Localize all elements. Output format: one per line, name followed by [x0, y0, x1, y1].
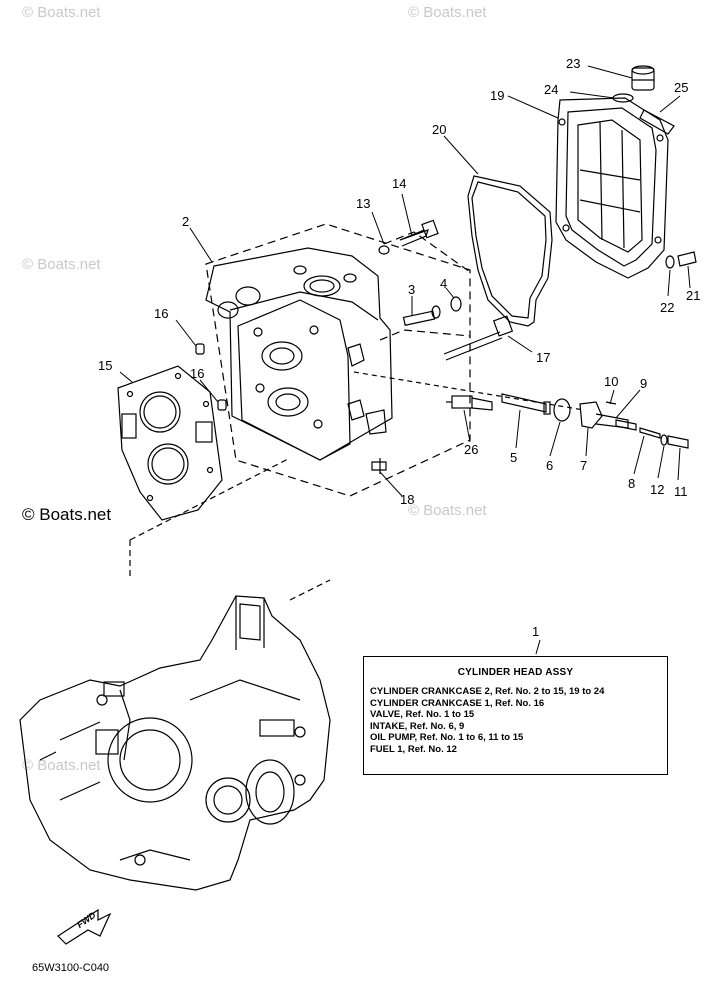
bolt	[677, 251, 697, 267]
legend-line: VALVE, Ref. No. 1 to 15	[370, 709, 475, 720]
callout-number: 5	[510, 450, 518, 465]
callout-number: 21	[686, 288, 701, 303]
callout-number: 15	[98, 358, 113, 373]
watermark: © Boats.net	[22, 757, 101, 774]
assembly-legend: CYLINDER HEAD ASSY CYLINDER CRANKCASE 2,…	[363, 656, 668, 775]
cover-gasket	[467, 175, 553, 327]
spark-plug	[446, 395, 493, 411]
bolt-long	[443, 315, 514, 361]
oil-pump	[579, 401, 629, 429]
callout-number: 16	[190, 366, 205, 381]
engine-block	[19, 595, 331, 891]
legend-line: FUEL 1, Ref. No. 12	[370, 743, 457, 755]
washer	[378, 245, 390, 255]
callout-number: 8	[628, 476, 636, 491]
bolt-long	[399, 219, 439, 247]
label-plate	[639, 109, 675, 135]
watermark: © Boats.net	[22, 256, 101, 273]
callout-number: 1	[532, 624, 540, 639]
diagram-code: 65W3100-C040	[32, 962, 110, 974]
legend-title: CYLINDER HEAD ASSY	[457, 667, 574, 678]
shaft	[501, 393, 551, 415]
callout-number: 19	[490, 88, 505, 103]
callout-number: 24	[544, 82, 559, 97]
callout-number: 3	[408, 282, 416, 297]
fwd-arrow-icon	[57, 908, 112, 945]
dowel-pin	[217, 399, 227, 411]
callout-number: 22	[660, 300, 675, 315]
callout-number: 23	[566, 56, 581, 71]
cylinder-head-gasket	[117, 365, 223, 521]
bolt	[667, 435, 689, 449]
o-ring	[450, 296, 462, 312]
watermark-large: © Boats.net	[22, 505, 112, 524]
washer	[665, 255, 675, 269]
callout-number: 25	[674, 80, 689, 95]
valve	[402, 305, 441, 326]
callout-number: 4	[440, 276, 448, 291]
dowel-pin	[195, 343, 205, 355]
screw	[605, 401, 617, 405]
filler-plug	[631, 65, 655, 91]
callout-number: 6	[546, 458, 554, 473]
callout-number: 10	[604, 374, 619, 389]
callout-number: 2	[182, 214, 190, 229]
legend-line: OIL PUMP, Ref. No. 1 to 6, 11 to 15	[370, 732, 524, 743]
watermark: © Boats.net	[22, 4, 101, 21]
callout-number: 16	[154, 306, 169, 321]
callout-number: 26	[464, 442, 479, 457]
legend-line: INTAKE, Ref. No. 6, 9	[370, 720, 465, 732]
cylinder-head	[205, 247, 393, 461]
callout-number: 13	[356, 196, 371, 211]
watermark: © Boats.net	[408, 502, 487, 519]
callout-number: 18	[400, 492, 415, 507]
callout-number: 20	[432, 122, 447, 137]
bolt	[371, 458, 387, 474]
washer	[660, 434, 668, 446]
callout-number: 11	[674, 484, 688, 499]
pin	[615, 419, 637, 431]
legend-line: CYLINDER CRANKCASE 2, Ref. No. 2 to 15, …	[370, 686, 605, 697]
bracket	[639, 427, 661, 439]
callout-number: 17	[536, 350, 551, 365]
callout-number: 12	[650, 482, 665, 497]
watermark: © Boats.net	[408, 4, 487, 21]
cylinder-head-cover	[555, 97, 669, 279]
dashed-boundary	[205, 223, 471, 497]
callout-number: 14	[392, 176, 407, 191]
callout-number: 7	[580, 458, 588, 473]
callout-number: 9	[640, 376, 648, 391]
oil-seal	[553, 398, 571, 422]
legend-line: CYLINDER CRANKCASE 1, Ref. No. 16	[370, 697, 545, 709]
